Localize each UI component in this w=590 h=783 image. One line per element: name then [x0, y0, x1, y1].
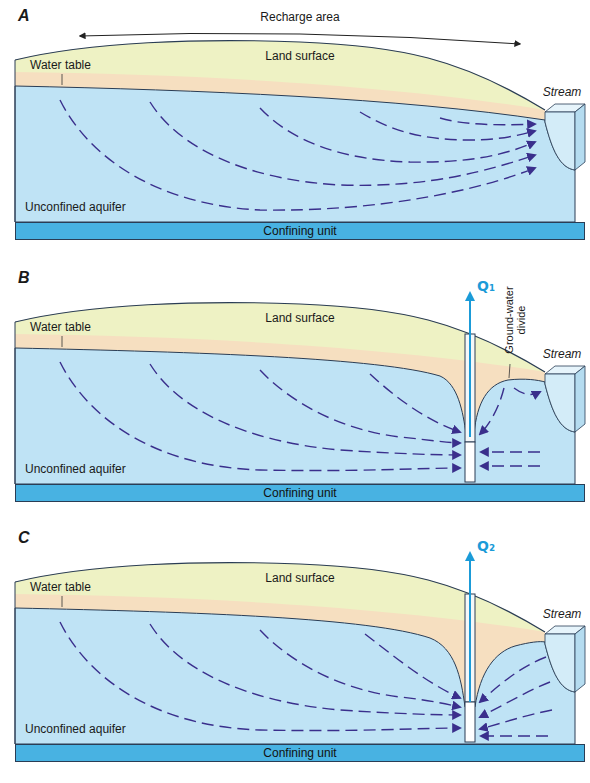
illustration-path — [150, 624, 460, 715]
illustration-path — [360, 112, 535, 140]
band-label: Confining unit — [263, 746, 336, 760]
illustration-path — [260, 630, 460, 707]
illustration-path — [514, 388, 540, 395]
area-label: Recharge area — [260, 11, 339, 25]
illustration-line — [15, 322, 16, 484]
illustration-path — [480, 682, 550, 717]
panel-a — [15, 33, 585, 222]
water-table-label: Water table — [30, 581, 91, 595]
water-table-label: Water table — [30, 59, 91, 73]
illustration-path — [440, 118, 535, 125]
illustration-line — [469, 554, 471, 702]
illustration-path — [60, 622, 460, 731]
panel-letter: A — [18, 7, 30, 25]
illustration-path — [370, 374, 460, 432]
well-casing — [465, 442, 475, 482]
divide-label: Ground-water divide — [503, 280, 527, 360]
illustration-path — [575, 104, 585, 170]
illustration-path — [60, 100, 535, 210]
illustration-path — [150, 102, 535, 185]
surface-label: Land surface — [265, 50, 334, 64]
illustration-path — [260, 370, 460, 443]
confining-unit-band: Confining unit — [15, 484, 585, 502]
illustration-line — [62, 74, 63, 85]
panel-b — [15, 294, 585, 484]
well-casing — [465, 702, 475, 742]
illustration-path — [60, 362, 460, 471]
band-label: Confining unit — [263, 224, 336, 238]
illustration-line — [15, 582, 16, 744]
confining-unit-band: Confining unit — [15, 744, 585, 762]
illustration-path — [575, 626, 585, 692]
illustration-path — [480, 657, 546, 702]
surface-label: Land surface — [265, 312, 334, 326]
panel-letter: B — [18, 269, 30, 287]
illustration-path — [260, 108, 535, 162]
illustration-path — [481, 465, 540, 466]
illustration-path — [365, 634, 460, 698]
illustration-path — [15, 41, 545, 110]
illustration-path — [545, 374, 575, 432]
illustration-path — [15, 41, 545, 110]
discharge-label: Q₁ — [477, 278, 495, 294]
illustration-path — [481, 735, 548, 736]
illustration-path — [545, 112, 575, 170]
illustration-path — [15, 348, 575, 484]
panel-c — [15, 554, 585, 744]
confining-unit-band: Confining unit — [15, 222, 585, 240]
flow-arrows — [60, 362, 540, 471]
water-table-label: Water table — [30, 321, 91, 335]
band-label: Confining unit — [263, 486, 336, 500]
illustration-line — [509, 364, 510, 378]
illustration-path — [80, 33, 520, 44]
illustration-path — [480, 710, 552, 729]
panel-letter: C — [18, 529, 30, 547]
surface-label: Land surface — [265, 572, 334, 586]
illustration-line — [469, 294, 471, 437]
illustration-path — [575, 366, 585, 432]
illustration-line — [15, 60, 16, 222]
discharge-label: Q₂ — [477, 538, 495, 554]
stream-label: Stream — [543, 86, 582, 100]
flow-arrows — [60, 100, 535, 210]
aquifer-label: Unconfined aquifer — [25, 463, 126, 477]
illustration-line — [62, 596, 63, 607]
illustration-path — [150, 364, 460, 455]
illustration-path — [15, 608, 575, 744]
aquifer-label: Unconfined aquifer — [25, 201, 126, 215]
aquifer-label: Unconfined aquifer — [25, 723, 126, 737]
illustration-path — [545, 634, 575, 692]
illustration-path — [15, 86, 575, 222]
illustration-path — [481, 451, 540, 452]
stream-label: Stream — [543, 608, 582, 622]
illustration-line — [62, 336, 63, 347]
stream-label: Stream — [543, 348, 582, 362]
illustration-path — [480, 388, 504, 434]
flow-arrows — [60, 622, 552, 736]
